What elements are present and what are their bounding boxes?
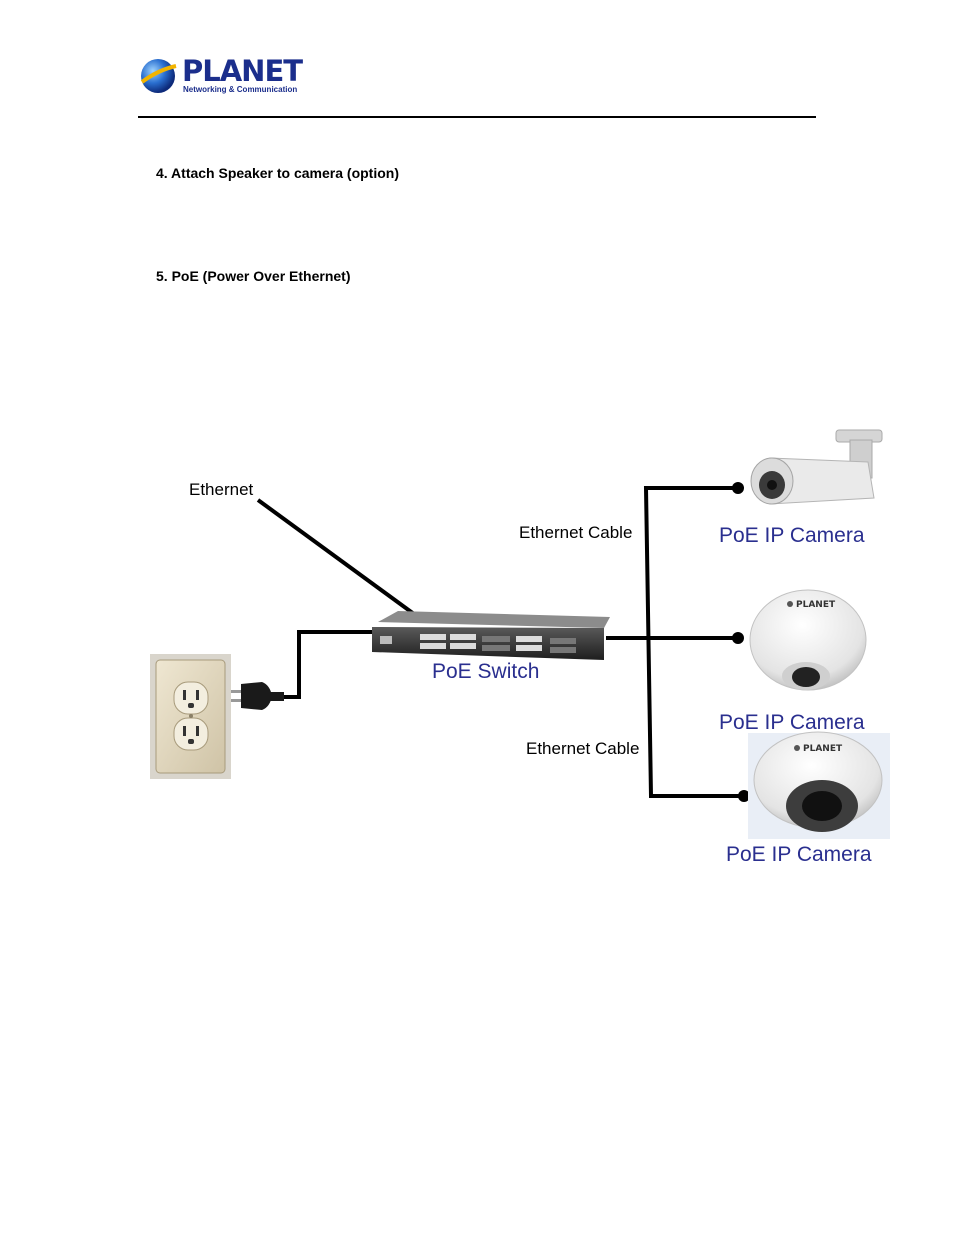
connector-dot [732,632,744,644]
cable-lines [256,486,744,798]
camera-label-2: PoE IP Camera [719,711,865,734]
camera-brand-label: PLANET [796,600,836,610]
section-heading-poe: 5. PoE (Power Over Ethernet) [156,268,351,284]
ethernet-label: Ethernet [189,480,254,499]
poe-diagram: PLANET PLANET Ethernet Ethernet Cable Et… [150,429,890,866]
connector-dot [732,482,744,494]
poe-switch-icon [372,611,610,660]
section-heading-speaker: 4. Attach Speaker to camera (option) [156,165,399,181]
dome-camera-icon: PLANET [749,589,867,691]
camera-label-3: PoE IP Camera [726,843,872,866]
planet-logo: PLANET Networking & Communication [138,54,303,98]
ethernet-cable-label-bottom: Ethernet Cable [526,739,639,758]
camera-label-1: PoE IP Camera [719,524,865,547]
power-plug-icon [231,682,284,710]
header-divider [138,116,816,118]
logo-wordmark: PLANET [182,54,303,88]
dome-camera-icon: PLANET [748,731,890,839]
connector-dot [738,790,750,802]
camera-brand-label: PLANET [803,744,843,754]
planet-globe-icon [140,59,177,93]
wall-outlet-icon [150,654,231,779]
ethernet-cable-label-top: Ethernet Cable [519,523,632,542]
poe-switch-label: PoE Switch [432,660,539,683]
logo-tagline: Networking & Communication [183,85,298,94]
bullet-camera-icon [750,429,883,505]
